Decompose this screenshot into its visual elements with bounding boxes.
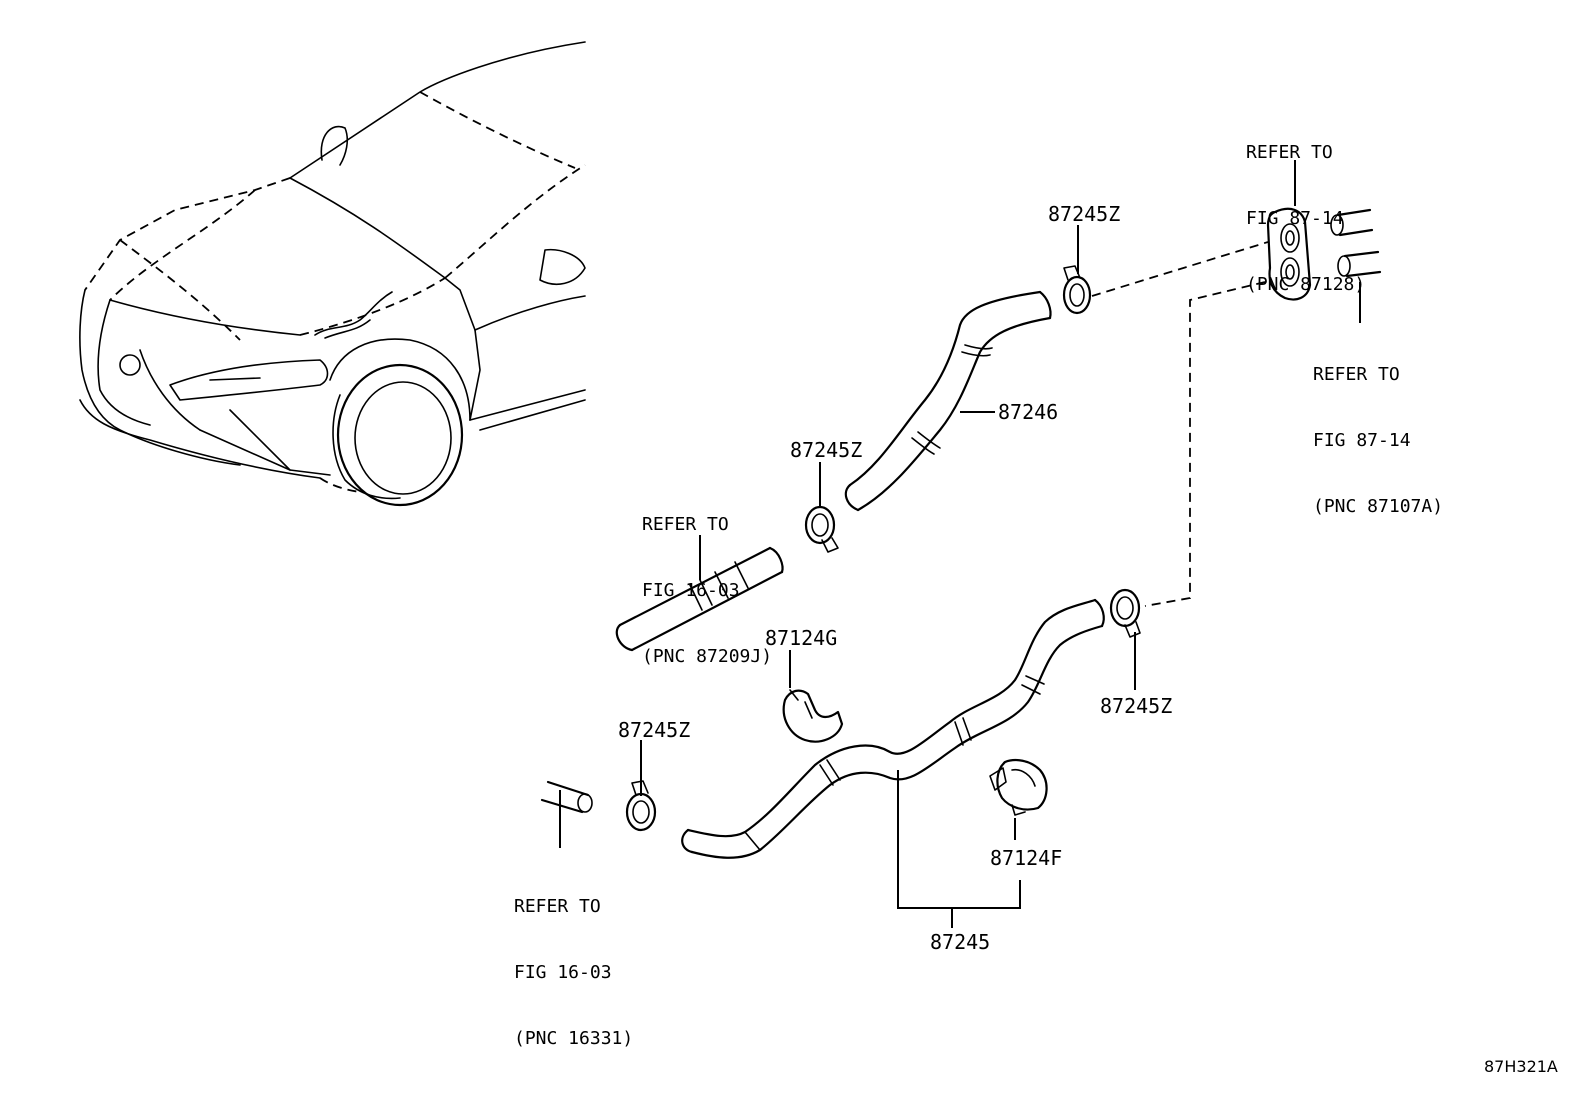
ref-line: FIG 16-03 [642, 580, 740, 601]
ref-line: (PNC 87107A) [1313, 496, 1444, 517]
ref-top-right: REFER TO FIG 87-14 (PNC 87128) [1246, 98, 1365, 318]
ref-line: REFER TO [1246, 142, 1333, 163]
ref-line: (PNC 16331) [514, 1028, 634, 1049]
clamp-right-shape [1109, 588, 1141, 638]
clamp-mid-left-shape [804, 505, 839, 553]
ref-line: FIG 87-14 [1313, 430, 1411, 451]
ref-line: REFER TO [1313, 364, 1400, 385]
label-clamp-bottom-left: 87245Z [618, 718, 691, 742]
lower-hose [681, 598, 1105, 859]
ref-line: FIG 87-14 [1246, 208, 1344, 229]
label-clamp-87124f: 87124F [990, 846, 1063, 870]
ref-line: FIG 16-03 [514, 962, 612, 983]
ref-line: REFER TO [514, 896, 601, 917]
ref-line: (PNC 87209J) [642, 646, 773, 667]
ref-bottom-left: REFER TO FIG 16-03 (PNC 16331) [514, 852, 633, 1072]
pipe-16331-shape [540, 780, 593, 814]
ref-middle-left: REFER TO FIG 16-03 (PNC 87209J) [642, 470, 772, 690]
upper-hose [844, 290, 1052, 512]
ref-line: REFER TO [642, 514, 729, 535]
clamp-87124f-shape [989, 759, 1048, 816]
label-hose-upper: 87246 [998, 400, 1059, 424]
clamp-87124g-shape [782, 689, 844, 743]
ref-right: REFER TO FIG 87-14 (PNC 87107A) [1313, 320, 1443, 540]
diagram-code: 87H321A [1484, 1057, 1558, 1076]
pipe-87209j-shape [615, 546, 784, 652]
grommet-shape [1266, 207, 1312, 301]
label-clamp-right: 87245Z [1100, 694, 1173, 718]
label-hose-lower: 87245 [930, 930, 991, 954]
ref-line: (PNC 87128) [1246, 274, 1366, 295]
vehicle-illustration [79, 41, 586, 507]
label-clamp-87124g: 87124G [765, 626, 838, 650]
pipes-87107a-shape [1330, 208, 1382, 278]
label-clamp-top: 87245Z [1048, 202, 1121, 226]
label-clamp-mid-left: 87245Z [790, 438, 863, 462]
